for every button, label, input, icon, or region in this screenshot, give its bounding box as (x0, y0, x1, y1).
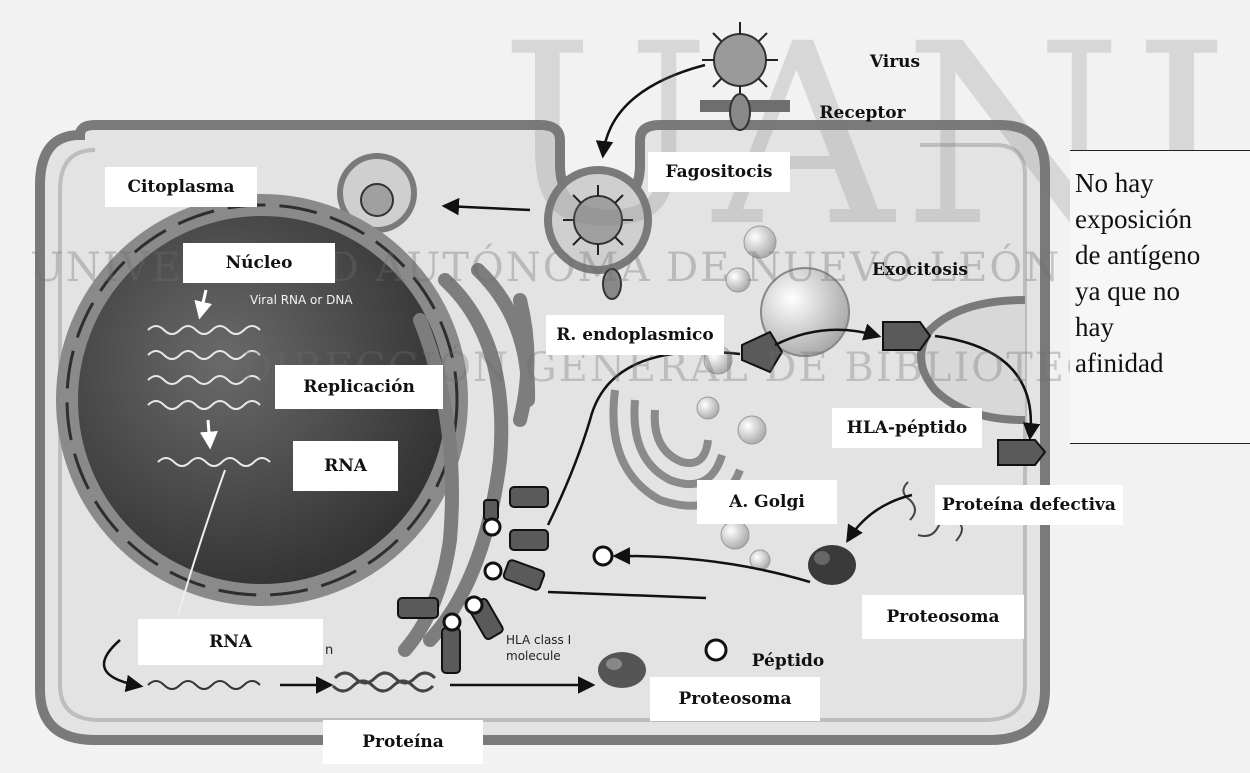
label-proteina-defectiva: Proteína defectiva (935, 485, 1123, 525)
virus-top (702, 22, 778, 130)
label-viral-rna-dna: Viral RNA or DNA (250, 293, 353, 307)
side-note-line-3: de antígeno (1070, 237, 1250, 273)
label-n: n (325, 643, 333, 658)
label-fagositocis: Fagositocis (648, 152, 790, 192)
label-r-endoplasmico: R. endoplasmico (546, 315, 724, 355)
label-receptor: Receptor (810, 98, 915, 128)
label-proteosoma-right: Proteosoma (862, 595, 1024, 639)
label-virus: Virus (855, 47, 935, 77)
side-note-box: No hay exposición de antígeno ya que no … (1070, 150, 1250, 444)
label-exocitosis: Exocitosis (855, 255, 985, 285)
side-note-line-6: afinidad (1070, 345, 1250, 381)
side-note-line-1: No hay (1070, 165, 1250, 201)
side-note-line-4: ya que no (1070, 273, 1250, 309)
label-proteina: Proteína (323, 720, 483, 764)
label-proteosoma-bottom: Proteosoma (650, 677, 820, 721)
label-rna-nucleus: RNA (293, 441, 398, 491)
label-hla-peptido: HLA-péptido (832, 408, 982, 448)
side-note-line-2: exposición (1070, 201, 1250, 237)
label-a-golgi: A. Golgi (697, 480, 837, 524)
label-hla-class-molecule: HLA class I molecule (506, 632, 596, 664)
label-peptido: Péptido (738, 646, 838, 676)
label-rna-bottom: RNA (138, 619, 323, 665)
label-citoplasma: Citoplasma (105, 167, 257, 207)
label-replicacion: Replicación (275, 365, 443, 409)
side-note-line-5: hay (1070, 309, 1250, 345)
label-nucleo: Núcleo (183, 243, 335, 283)
